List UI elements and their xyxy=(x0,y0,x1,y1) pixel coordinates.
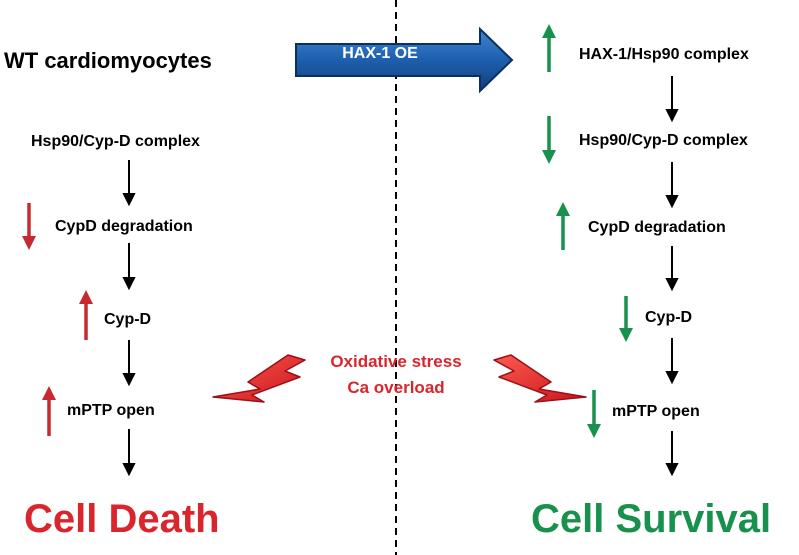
left-node-mptp-open: mPTP open xyxy=(67,402,155,419)
flow-arrow xyxy=(665,246,679,292)
down-green-arrow xyxy=(587,390,601,438)
down-red-arrow xyxy=(22,203,36,250)
flow-arrow xyxy=(122,160,136,207)
up-green-arrow xyxy=(556,202,570,250)
left-flow-arrows xyxy=(122,160,136,477)
hax1-oe-arrow xyxy=(295,26,514,94)
up-red-arrow xyxy=(79,290,93,340)
stress-line-oxidative: Oxidative stress xyxy=(330,352,462,371)
right-node-hax1-hsp90: HAX-1/Hsp90 complex xyxy=(579,46,749,63)
down-green-arrow xyxy=(542,116,556,164)
left-indicator-arrows xyxy=(22,203,93,436)
left-outcome: Cell Death xyxy=(24,497,220,541)
flow-arrow xyxy=(665,76,679,123)
right-node-hsp90-cypd: Hsp90/Cyp-D complex xyxy=(579,132,748,149)
right-outcome: Cell Survival xyxy=(531,497,772,541)
lightning-bolt-icon xyxy=(212,354,306,403)
flow-arrow xyxy=(122,340,136,387)
left-node-hsp90-cypd: Hsp90/Cyp-D complex xyxy=(31,133,200,150)
stress-line-ca: Ca overload xyxy=(347,378,445,397)
left-node-cypd: Cyp-D xyxy=(104,311,152,328)
up-red-arrow xyxy=(42,386,56,436)
up-green-arrow xyxy=(542,24,556,72)
left-header: WT cardiomyocytes xyxy=(4,48,212,73)
right-node-mptp-open: mPTP open xyxy=(612,403,700,420)
down-green-arrow xyxy=(619,296,633,342)
right-node-cypd-degradation: CypD degradation xyxy=(588,219,726,236)
stress-label: Oxidative stress Ca overload xyxy=(296,349,496,401)
flow-arrow xyxy=(122,429,136,477)
hax1-oe-label: HAX-1 OE xyxy=(342,45,418,62)
right-node-cypd: Cyp-D xyxy=(645,309,693,326)
left-node-cypd-degradation: CypD degradation xyxy=(55,218,193,235)
lightning-bolt-icon xyxy=(493,354,587,403)
right-flow-arrows xyxy=(665,76,679,477)
flow-arrow xyxy=(665,338,679,385)
flow-arrow xyxy=(122,243,136,291)
flow-arrow xyxy=(665,162,679,209)
right-indicator-arrows xyxy=(542,24,633,438)
flow-arrow xyxy=(665,431,679,477)
